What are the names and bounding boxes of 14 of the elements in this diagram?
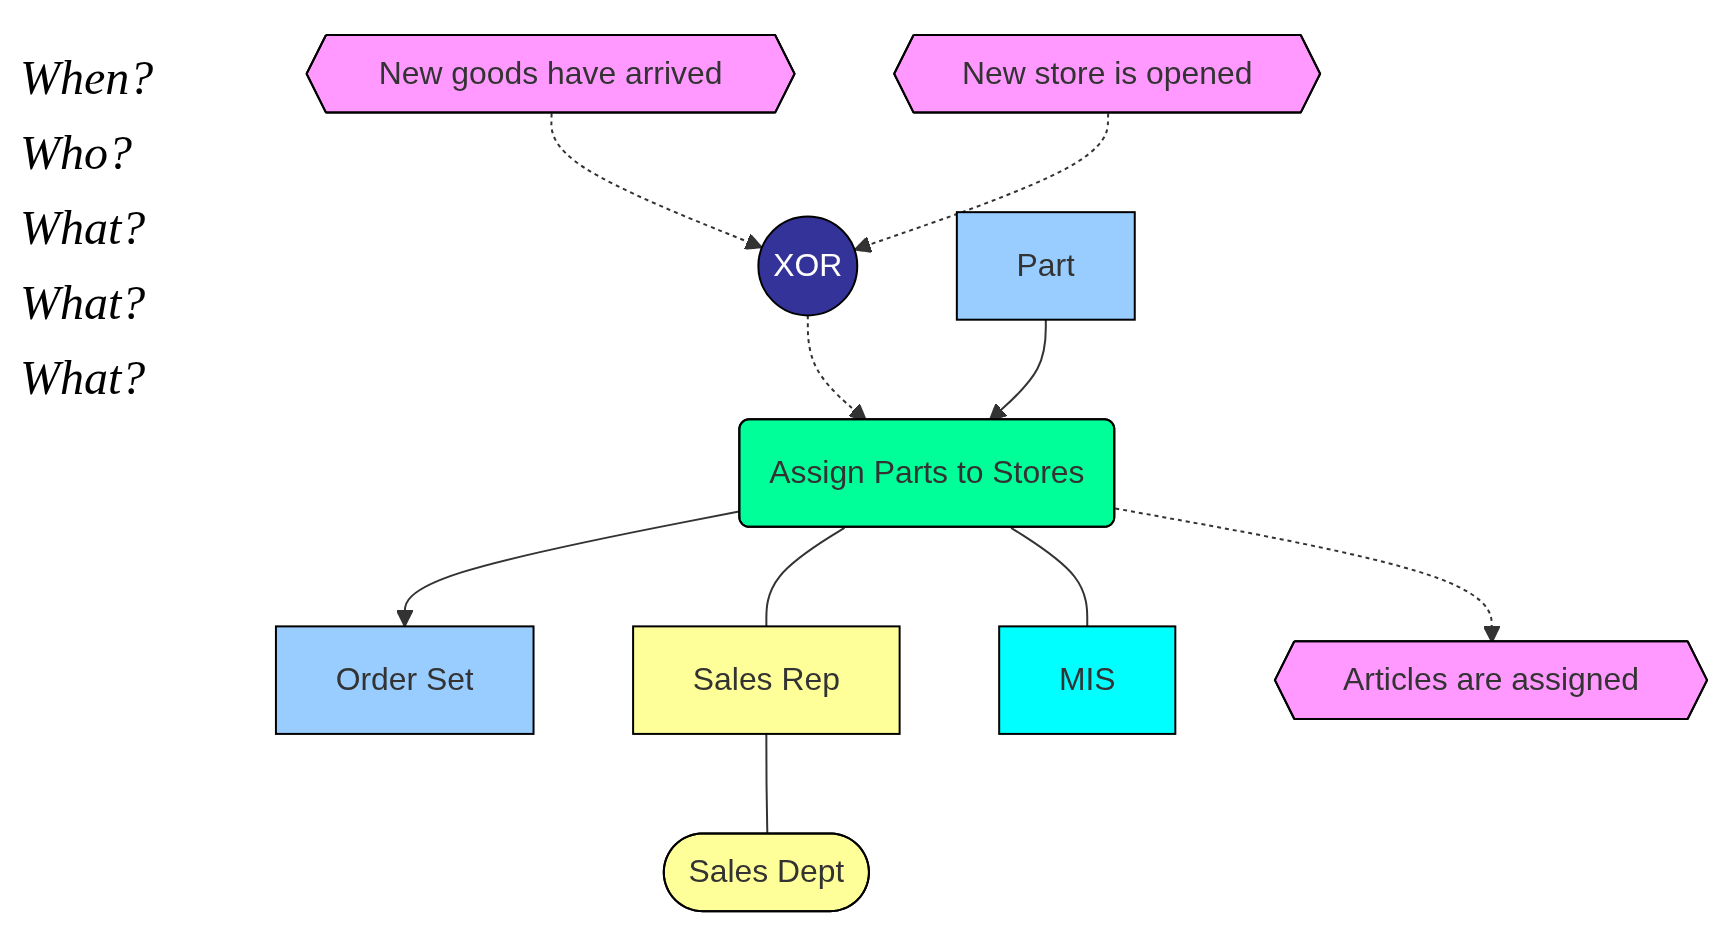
- node-circle: XOR: [757, 215, 859, 317]
- question-label: When?: [20, 50, 155, 105]
- question-label: What?: [20, 200, 147, 255]
- connector: [765, 527, 846, 628]
- node-box: Part: [955, 211, 1136, 322]
- node-box: Order Set: [274, 625, 535, 736]
- arrow: [853, 113, 1110, 254]
- question-label: What?: [20, 350, 147, 405]
- question-label: Who?: [20, 125, 133, 180]
- node-box: Sales Rep: [632, 625, 901, 736]
- arrow: [550, 113, 763, 251]
- question-label: What?: [20, 275, 147, 330]
- connector: [1010, 527, 1089, 628]
- node-box: MIS: [998, 625, 1177, 736]
